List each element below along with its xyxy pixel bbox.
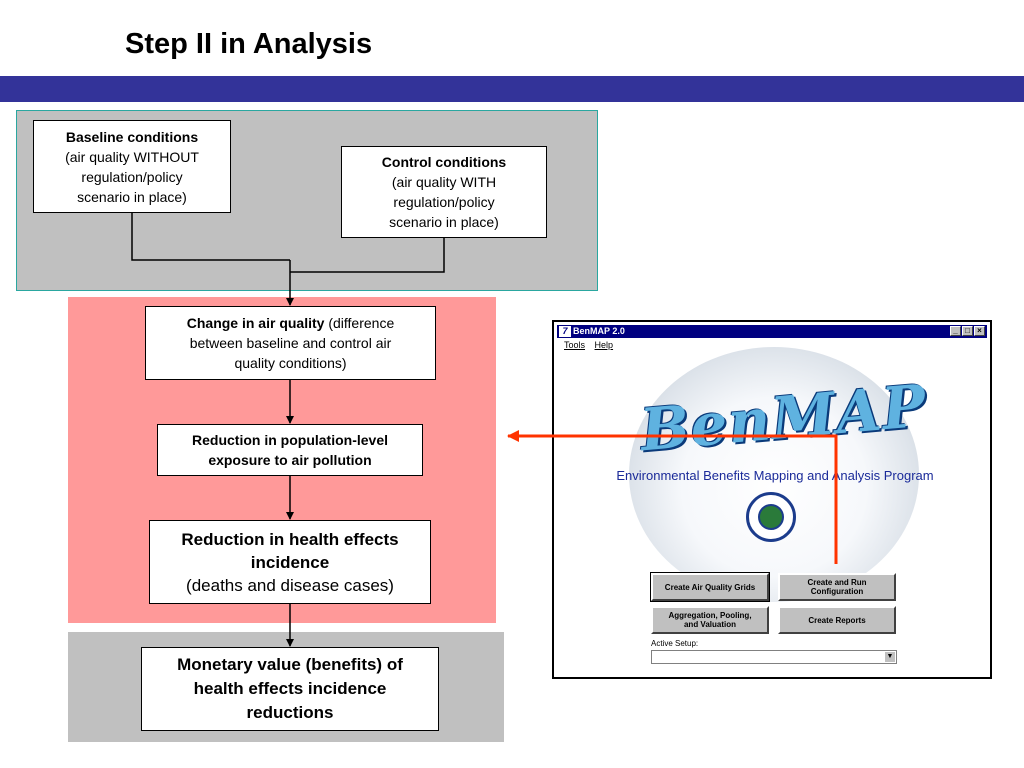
health-heading: incidence [250,552,330,572]
change-line: quality conditions) [234,355,347,371]
health-heading: Reduction in health effects [181,529,399,549]
maximize-icon[interactable]: □ [962,326,973,336]
monetary-line: reductions [246,703,334,722]
slide-title: Step II in Analysis [125,28,373,60]
control-line: regulation/policy [393,194,495,210]
exposure-line: exposure to air pollution [208,452,372,468]
epa-seal-icon [746,492,796,542]
monetary-value-box: Monetary value (benefits) of health effe… [141,647,439,731]
control-line: scenario in place) [389,214,499,230]
baseline-conditions-box: Baseline conditions (air quality WITHOUT… [33,120,231,213]
aggregation-pooling-valuation-button[interactable]: Aggregation, Pooling, and Valuation [651,606,769,634]
monetary-line: Monetary value (benefits) of [177,655,403,674]
window-titlebar[interactable]: 7 BenMAP 2.0 _ □ × [557,325,987,338]
app-icon: 7 [559,326,571,337]
button-label: Configuration [810,587,864,596]
create-reports-button[interactable]: Create Reports [778,606,896,634]
button-label: Create and Run [807,578,867,587]
baseline-line: (air quality WITHOUT [65,148,199,165]
button-label: Aggregation, Pooling, [668,611,752,620]
exposure-line: Reduction in population-level [192,432,388,448]
control-conditions-box: Control conditions (air quality WITH reg… [341,146,547,238]
change-heading: Change in air quality [186,315,325,331]
change-air-quality-box: Change in air quality (difference betwee… [145,306,436,380]
baseline-line: scenario in place) [77,188,187,205]
menu-bar: Tools Help [557,339,987,352]
button-label: and Valuation [683,620,736,629]
monetary-line: health effects incidence [193,679,387,698]
window-title: BenMAP 2.0 [573,326,625,336]
minimize-icon[interactable]: _ [950,326,961,336]
chevron-down-icon[interactable]: ▼ [885,652,895,662]
create-run-configuration-button[interactable]: Create and Run Configuration [778,573,896,601]
change-line-1: Change in air quality (difference [187,313,395,333]
active-setup-select[interactable]: ▼ [651,650,897,664]
active-setup-label: Active Setup: [651,639,699,648]
control-line: (air quality WITH [391,174,497,190]
change-line: (difference [328,315,395,331]
menu-tools[interactable]: Tools [564,340,586,350]
create-air-quality-grids-button[interactable]: Create Air Quality Grids [650,572,770,602]
title-underline-bar [0,76,1024,102]
benmap-window: 7 BenMAP 2.0 _ □ × Tools Help BenMAP Env… [552,320,992,679]
baseline-line: regulation/policy [81,168,183,185]
control-heading: Control conditions [381,154,507,170]
program-subtitle: Environmental Benefits Mapping and Analy… [616,468,934,483]
close-icon[interactable]: × [974,326,985,336]
menu-help[interactable]: Help [594,340,614,350]
change-line: between baseline and control air [189,335,392,351]
health-line: (deaths and disease cases) [186,575,394,595]
health-reduction-box: Reduction in health effects incidence (d… [149,520,431,604]
exposure-reduction-box: Reduction in population-level exposure t… [157,424,423,476]
baseline-heading: Baseline conditions [65,128,199,145]
